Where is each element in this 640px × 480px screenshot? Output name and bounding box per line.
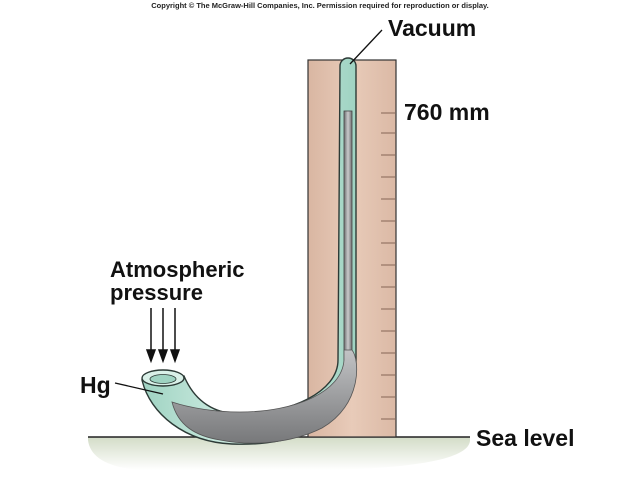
ground-plane <box>88 436 470 470</box>
hg-label: Hg <box>80 372 111 398</box>
hg-pointer <box>114 382 164 395</box>
vacuum-label: Vacuum <box>388 15 477 41</box>
mercury-column <box>171 110 358 444</box>
pressure-arrows <box>145 308 181 364</box>
copyright-notice: Copyright © The McGraw-Hill Companies, I… <box>151 1 489 10</box>
atmospheric-label-line2: pressure <box>110 280 203 305</box>
vacuum-pointer <box>349 29 383 65</box>
atmospheric-label-line1: Atmospheric <box>110 257 245 282</box>
height-label: 760 mm <box>404 99 490 125</box>
scale-ticks <box>381 112 395 420</box>
atmospheric-pressure-label: Atmospheric pressure <box>110 258 244 304</box>
sea-level-label: Sea level <box>476 425 575 451</box>
